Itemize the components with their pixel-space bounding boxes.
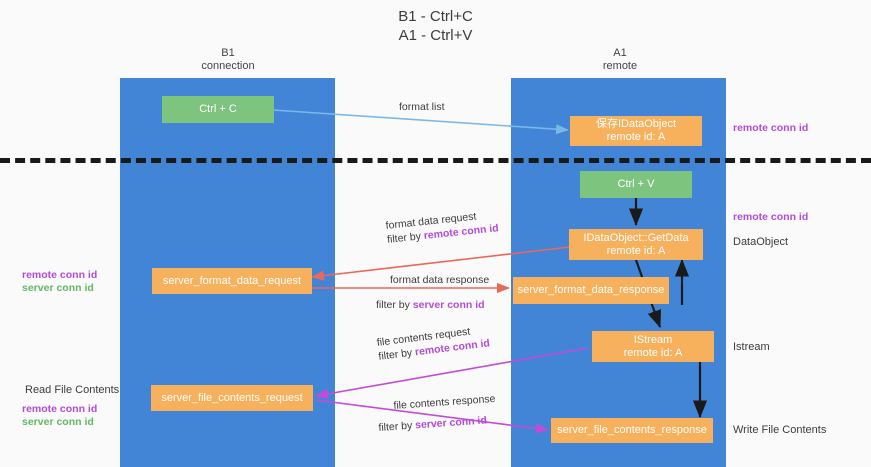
box-istream[interactable]: IStream remote id: A — [592, 331, 714, 362]
edge-label-file-contents-request: file contents request filter by remote c… — [376, 322, 491, 363]
box-server-file-contents-response-label: server_file_contents_response — [557, 424, 707, 436]
edge-label-format-data-request: format data request filter by remote con… — [385, 207, 499, 247]
edge-label-file-contents-response-line1: file contents response — [393, 392, 496, 412]
box-server-format-data-response-label: server_format_data_response — [517, 284, 665, 296]
swimlane-a1-name: A1 — [613, 47, 627, 59]
box-server-format-data-request-label: server_format_data_request — [162, 274, 302, 287]
box-ctrl-c-label: Ctrl + C — [199, 103, 237, 115]
swimlane-b1-sub: connection — [201, 60, 255, 72]
note-remote-conn-id-mid: remote conn id — [733, 211, 809, 223]
box-istream-line2: remote id: A — [623, 346, 683, 359]
filter-by-prefix-4: filter by — [378, 419, 416, 434]
box-getdata-line2: remote id: A — [606, 244, 666, 257]
note-remote-conn-id-top: remote conn id — [733, 122, 809, 134]
box-server-file-contents-request-label: server_file_contents_request — [161, 391, 303, 404]
filter-by-prefix-2: filter by — [376, 299, 413, 311]
filter-key-server-conn-id: server conn id — [412, 299, 485, 311]
box-server-file-contents-response[interactable]: server_file_contents_response — [551, 418, 713, 443]
note-left-remote-conn-id-bottom: remote conn id — [22, 403, 98, 415]
box-istream-line1: IStream — [633, 333, 673, 346]
note-left-remote-conn-id-mid: remote conn id — [22, 269, 98, 281]
note-left-server-conn-id-mid: server conn id — [22, 282, 94, 294]
edge-label-file-contents-response: file contents response — [393, 392, 496, 413]
box-server-format-data-request[interactable]: server_format_data_request — [152, 268, 312, 294]
edge-label-format-list: format list — [399, 101, 445, 113]
edge-label-file-contents-response-filter: filter by server conn id — [378, 413, 487, 435]
box-save-idataobject-line2: remote id: A — [606, 131, 666, 143]
box-server-format-data-response[interactable]: server_format_data_response — [513, 277, 669, 304]
box-server-file-contents-request[interactable]: server_file_contents_request — [151, 385, 313, 411]
swimlane-header-b1: B1 connection — [148, 47, 308, 73]
title-line-2: A1 - Ctrl+V — [398, 27, 473, 44]
edge-label-format-data-response-line1: format data response — [390, 274, 490, 286]
edge-label-format-data-response-filter: filter by server conn id — [376, 298, 485, 312]
note-read-file-contents: Read File Contents — [25, 384, 120, 396]
swimlane-b1-name: B1 — [221, 47, 235, 59]
note-write-file-contents: Write File Contents — [733, 424, 827, 436]
box-ctrl-v[interactable]: Ctrl + V — [580, 171, 692, 198]
edge-label-format-data-response: format data response — [390, 273, 489, 287]
box-ctrl-v-label: Ctrl + V — [617, 178, 655, 190]
filter-by-prefix-3: filter by — [377, 346, 416, 363]
swimlane-a1-sub: remote — [602, 60, 638, 72]
swimlane-header-a1: A1 remote — [540, 47, 700, 73]
filter-key-server-conn-id-2: server conn id — [414, 414, 488, 432]
note-left-server-conn-id-bottom: server conn id — [22, 416, 94, 428]
box-getdata-line1: IDataObject::GetData — [583, 231, 689, 244]
box-save-idataobject[interactable]: 保存IDataObject remote id: A — [570, 116, 702, 146]
note-dataobject: DataObject — [733, 236, 789, 248]
box-save-idataobject-line1: 保存IDataObject — [595, 118, 677, 130]
phase-divider — [0, 158, 871, 163]
title-line-1: B1 - Ctrl+C — [398, 8, 473, 25]
box-idataobject-getdata[interactable]: IDataObject::GetData remote id: A — [569, 229, 703, 260]
page-title: B1 - Ctrl+C A1 - Ctrl+V — [0, 7, 871, 45]
box-ctrl-c[interactable]: Ctrl + C — [162, 96, 274, 123]
note-istream: Istream — [733, 341, 770, 353]
filter-by-prefix: filter by — [386, 230, 425, 246]
